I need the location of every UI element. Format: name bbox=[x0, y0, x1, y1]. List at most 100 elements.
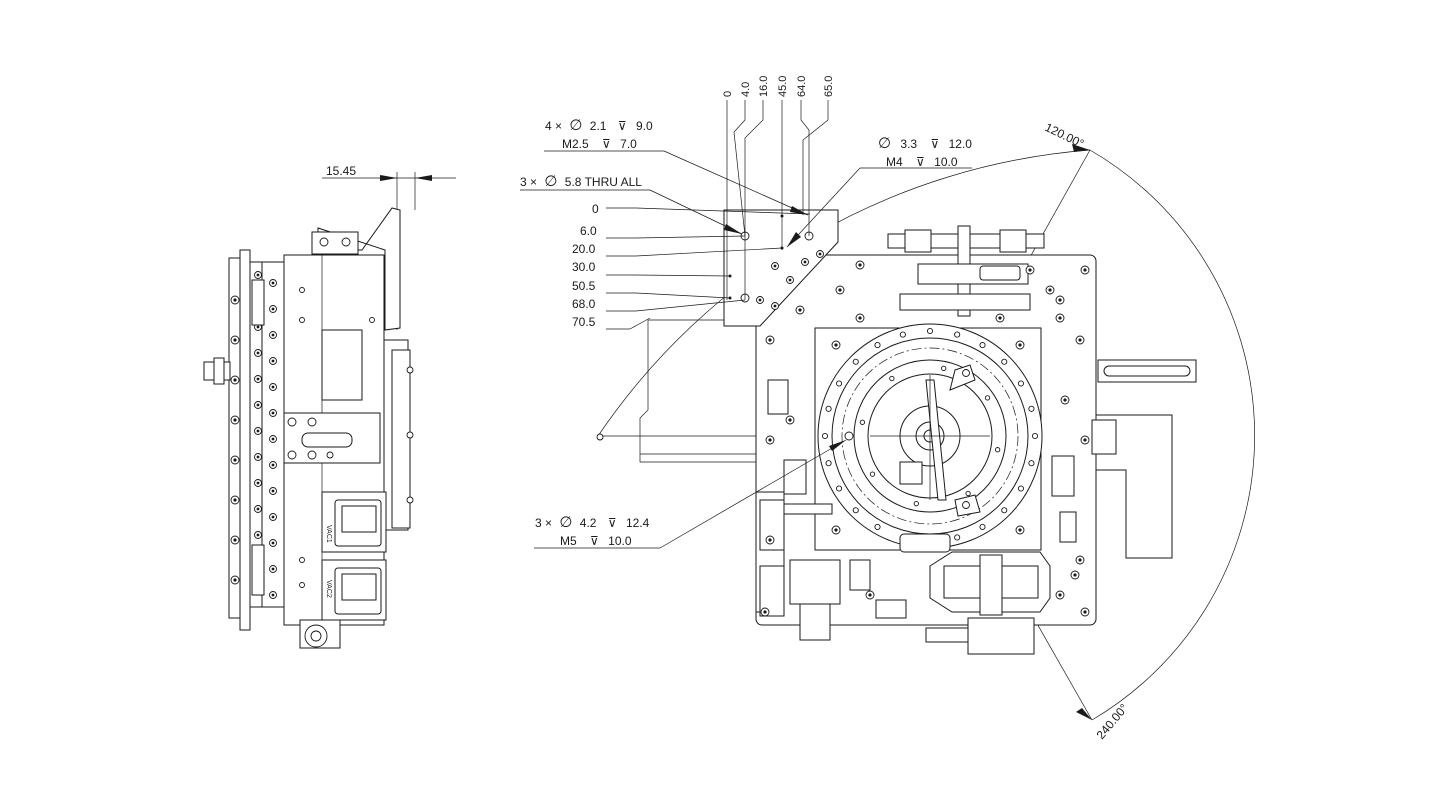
top-actuator bbox=[917, 263, 1029, 285]
svg-text:M2.5 ⊽ 7.0: M2.5 ⊽ 7.0 bbox=[562, 137, 637, 151]
side-right-plate-inner bbox=[391, 349, 411, 529]
v-ordinate-50-5: 50.5 bbox=[572, 279, 596, 293]
side-back-strip bbox=[239, 249, 251, 631]
mounting-hole-center bbox=[1058, 316, 1062, 320]
top-fittings bbox=[887, 225, 1045, 317]
vac-module-2-display bbox=[334, 567, 382, 615]
svg-text:3 × ∅ 5.8 THRU: 3 × ∅ 5.8 THRU ALL bbox=[520, 173, 642, 190]
mounting-hole-center bbox=[998, 316, 1002, 320]
side-hole bbox=[299, 317, 305, 323]
callout-4x-dia: 2.1 bbox=[590, 119, 607, 133]
mounting-hole-center bbox=[1083, 268, 1087, 272]
bottom-slot bbox=[899, 533, 951, 553]
bottom-gripper-pad bbox=[943, 565, 981, 599]
mounting-hole bbox=[954, 331, 961, 338]
side-inner-block bbox=[321, 329, 363, 401]
top-ordinates: 0 4.0 16.0 45.0 64.0 65.0 bbox=[722, 76, 835, 97]
left-valve bbox=[783, 459, 807, 495]
svg-text:4 × ∅ 2.1: 4 × ∅ 2.1 ⊽ 9.0 bbox=[545, 117, 653, 134]
gripper-pivot bbox=[962, 501, 970, 509]
mounting-hole-center bbox=[271, 463, 275, 467]
top-fitting bbox=[999, 229, 1027, 253]
vac-module-2-label: VAC2 bbox=[325, 580, 332, 598]
diameter-symbol: ∅ bbox=[559, 514, 572, 531]
callout-m2-5-depth: 7.0 bbox=[620, 137, 637, 151]
callout-3x-5-8: 3 × ∅ 5.8 THRU ALL bbox=[520, 173, 743, 235]
side-rail-slot bbox=[301, 432, 353, 448]
callout-3x-count: 3 × bbox=[520, 175, 537, 189]
mounting-hole bbox=[984, 395, 991, 401]
left-connector bbox=[759, 499, 785, 551]
mounting-hole-center bbox=[271, 541, 275, 545]
mounting-hole-center bbox=[271, 307, 275, 311]
callout-m5-thread: M5 bbox=[560, 534, 577, 548]
h-ordinate-16: 16.0 bbox=[758, 76, 770, 97]
right-valve-lower bbox=[1059, 511, 1077, 543]
svg-text:M5 ⊽ 10.0: M5 ⊽ 10.0 bbox=[560, 534, 632, 548]
rotary-ring-3 bbox=[853, 359, 1007, 513]
callout-3x-42-depth: 12.4 bbox=[626, 516, 650, 530]
mounting-hole-center bbox=[768, 338, 772, 342]
mounting-hole-center bbox=[834, 528, 838, 532]
mounting-hole bbox=[821, 432, 829, 440]
mounting-hole bbox=[913, 500, 919, 507]
dimension-15-45: 15.45 bbox=[322, 164, 456, 330]
rotary-pitch-circle bbox=[841, 347, 1019, 525]
side-hole bbox=[299, 557, 305, 563]
depth-symbol: ⊽ bbox=[930, 137, 939, 151]
mounting-hole-center bbox=[1048, 288, 1052, 292]
v-ordinate-6: 6.0 bbox=[580, 224, 597, 238]
right-valve bbox=[1051, 455, 1075, 497]
mounting-hole bbox=[874, 342, 881, 349]
side-top-block bbox=[311, 231, 359, 255]
mounting-hole bbox=[1017, 380, 1024, 387]
mounting-hole-center bbox=[256, 429, 260, 433]
mounting-hole-center bbox=[271, 333, 275, 337]
mounting-hole-center bbox=[233, 538, 237, 542]
mounting-hole-center bbox=[233, 338, 237, 342]
mounting-hole bbox=[979, 342, 986, 349]
mounting-hole-center bbox=[1018, 528, 1022, 532]
mounting-hole-center bbox=[834, 343, 838, 347]
side-hole bbox=[406, 366, 414, 374]
diameter-symbol: ∅ bbox=[569, 117, 582, 134]
arc-origin bbox=[596, 433, 604, 441]
mounting-hole bbox=[836, 380, 843, 387]
side-column-b bbox=[261, 261, 285, 608]
mounting-hole bbox=[852, 358, 859, 365]
bottom-gripper-pad bbox=[1001, 565, 1039, 599]
depth-symbol: ⊽ bbox=[608, 516, 617, 530]
mounting-hole-center bbox=[233, 378, 237, 382]
side-hole bbox=[326, 451, 334, 459]
vac-module-1-label: VAC1 bbox=[325, 525, 332, 543]
mounting-hole bbox=[1017, 485, 1024, 492]
depth-symbol: ⊽ bbox=[618, 119, 627, 133]
top-actuator-2 bbox=[899, 293, 1031, 311]
depth-symbol: ⊽ bbox=[602, 137, 611, 151]
depth-symbol: ⊽ bbox=[916, 155, 925, 169]
mounting-hole-center bbox=[788, 278, 792, 282]
h-ordinate-64: 64.0 bbox=[796, 76, 808, 97]
mounting-hole bbox=[825, 460, 832, 467]
callout-4x-2-1: 4 × ∅ 2.1 ⊽ 9.0 M2.5 ⊽ 7.0 bbox=[544, 117, 809, 216]
gripper-pivot bbox=[962, 369, 970, 377]
mounting-hole-center bbox=[788, 418, 792, 422]
mounting-hole bbox=[859, 419, 866, 425]
mounting-hole bbox=[994, 447, 1001, 453]
depth-symbol: ⊽ bbox=[590, 534, 599, 548]
side-hole bbox=[287, 450, 297, 460]
mounting-hole-center bbox=[271, 593, 275, 597]
callout-m4-depth: 10.0 bbox=[934, 155, 958, 169]
mounting-hole-center bbox=[798, 308, 802, 312]
callout-3x-42-count: 3 × bbox=[535, 516, 552, 530]
mounting-hole bbox=[941, 365, 947, 372]
side-clip-lower bbox=[251, 544, 265, 596]
mounting-hole bbox=[1001, 358, 1008, 365]
mounting-hole-center bbox=[256, 351, 260, 355]
left-ordinates: 0 6.0 20.0 30.0 50.5 68.0 70.5 bbox=[572, 202, 811, 330]
mounting-hole bbox=[1031, 432, 1039, 440]
mounting-hole-center bbox=[233, 578, 237, 582]
side-hole bbox=[319, 237, 329, 247]
reach-arc-right bbox=[1089, 149, 1255, 721]
mounting-hole-center bbox=[818, 252, 822, 256]
